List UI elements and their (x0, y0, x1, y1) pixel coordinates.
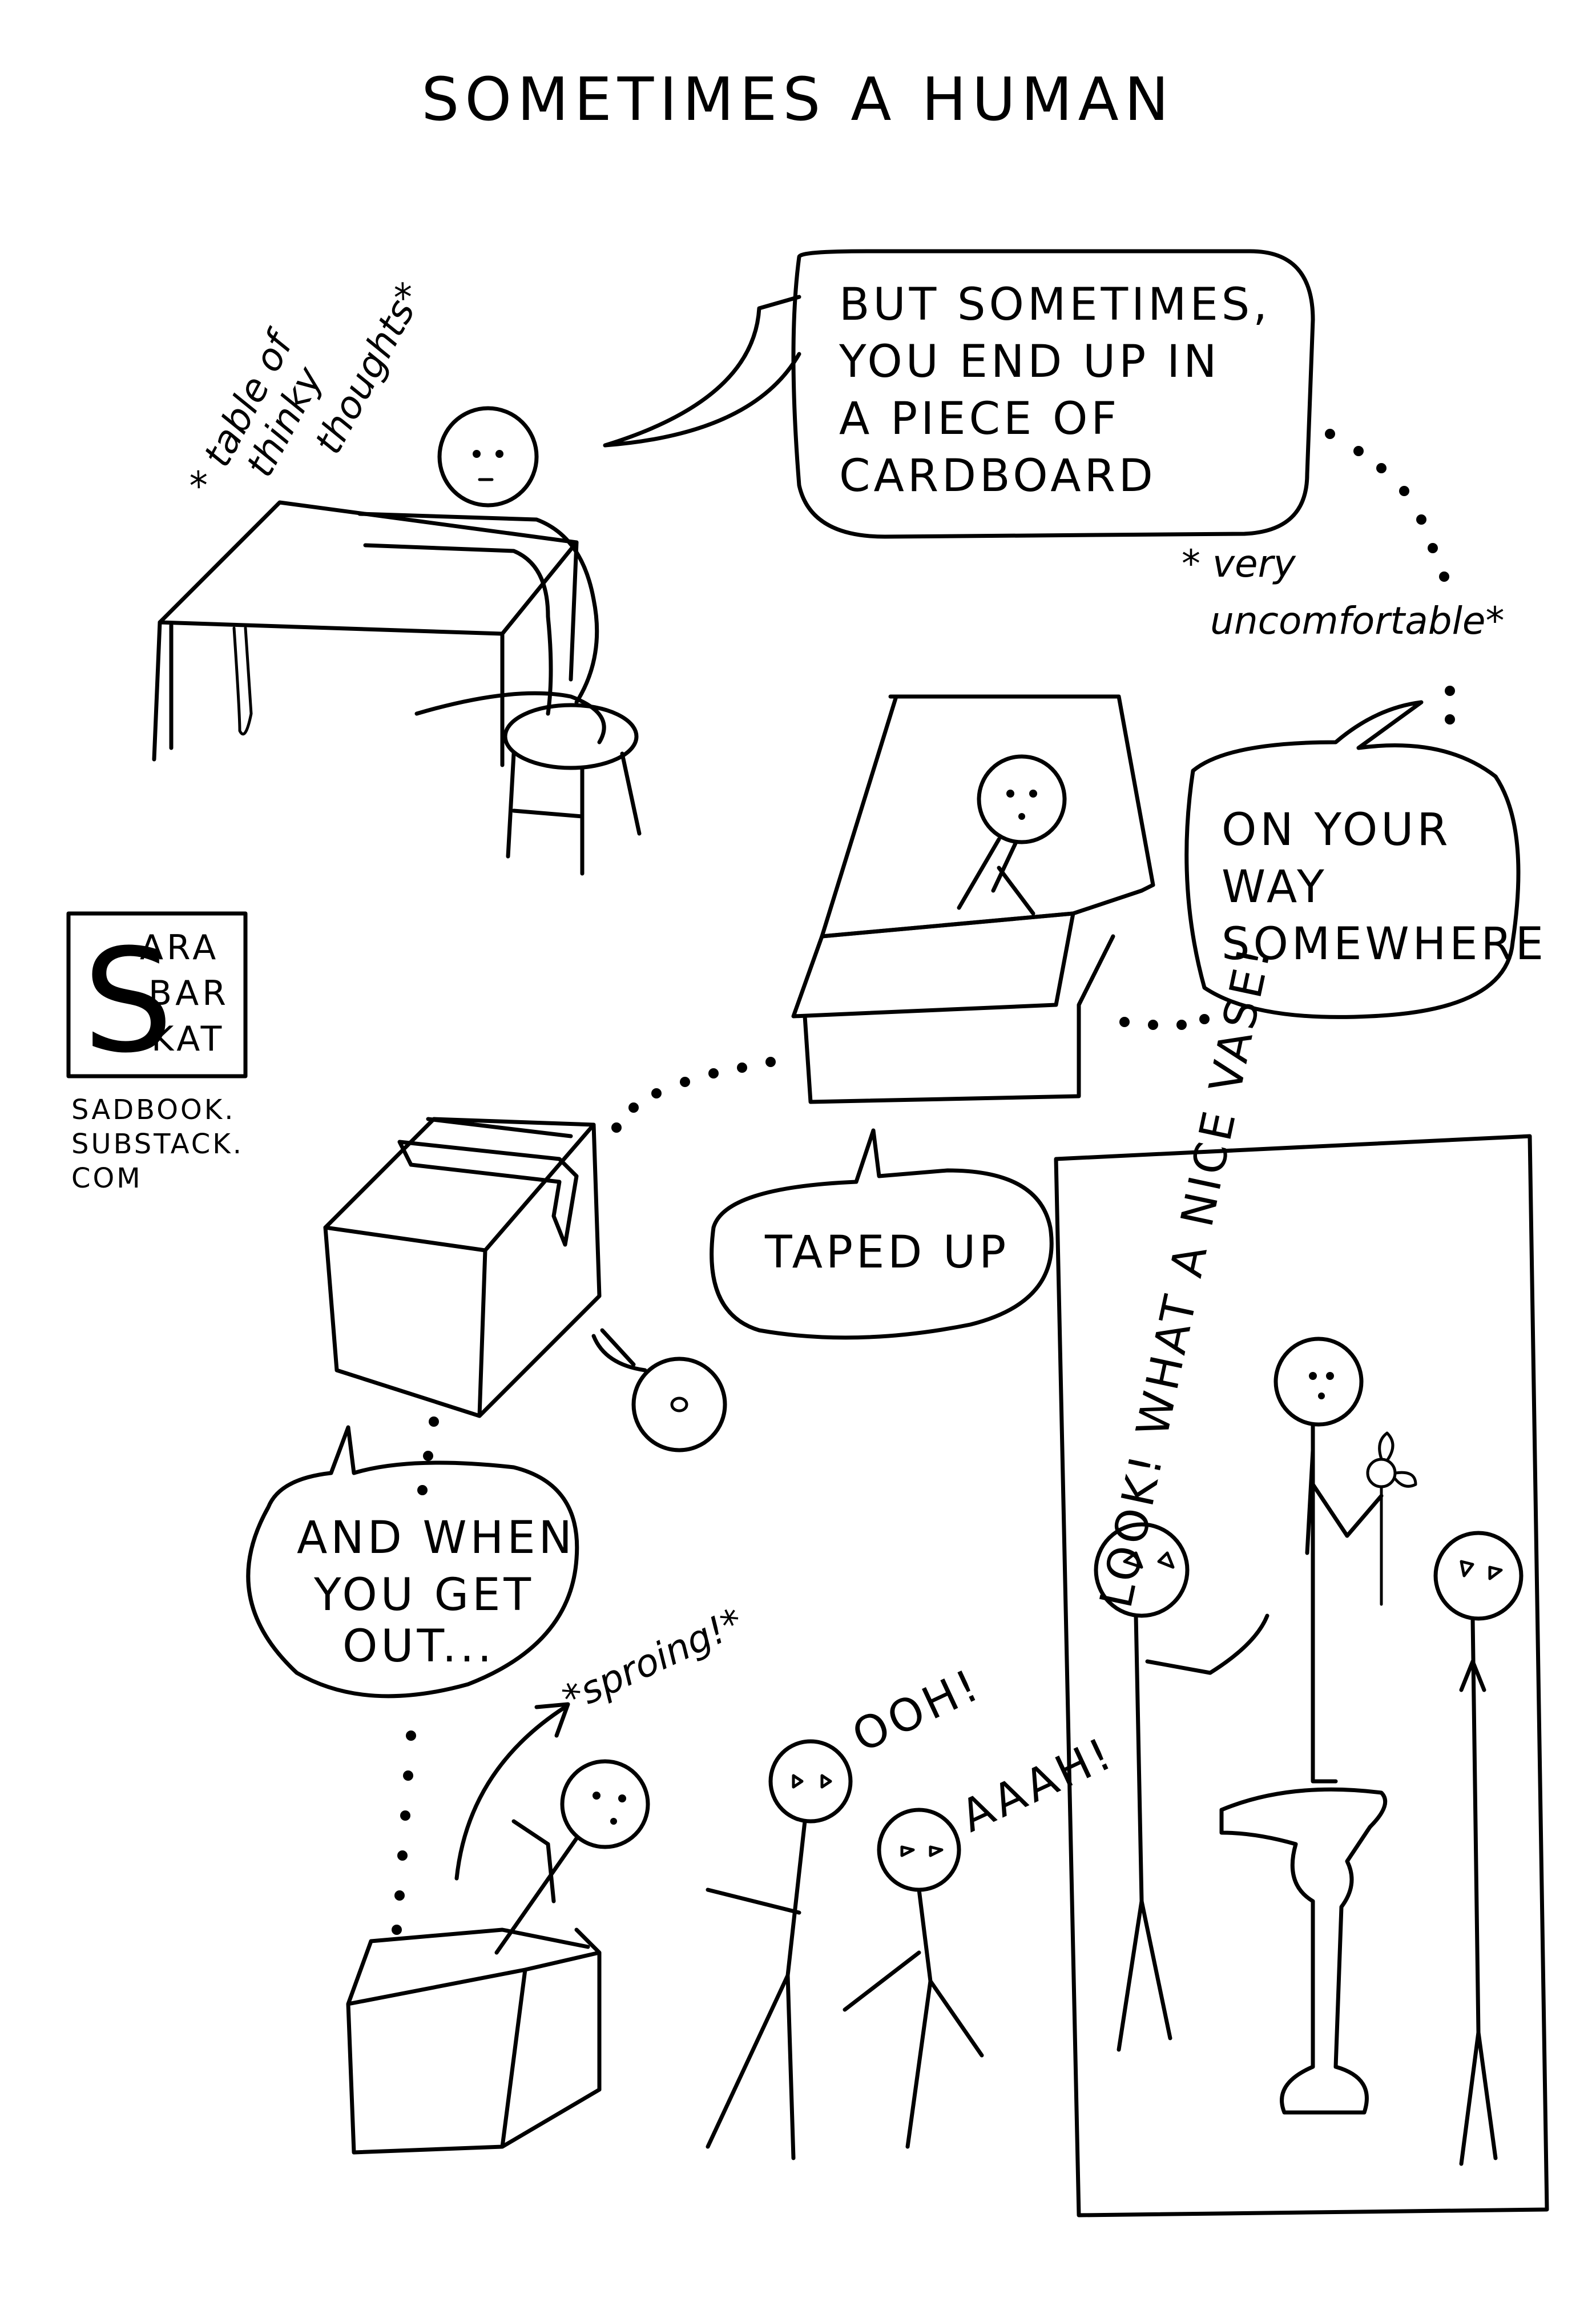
ooh-label: OOH! (845, 1659, 989, 1763)
onlooker-1-body (706, 1819, 807, 2160)
table-scene: * table of thinky thoughts* (152, 276, 642, 876)
bubble-get-out: AND WHEN YOU GET OUT... (246, 1425, 579, 1699)
vase-person-left-head (1094, 1522, 1190, 1618)
bubble-get-out-line3: OUT... (342, 1621, 495, 1672)
table-note-line3: thoughts* (306, 276, 432, 461)
bubble-cardboard-line3: A PIECE OF (839, 393, 1120, 445)
taped-box-scene (323, 1117, 727, 1452)
bubble-cardboard-line1: BUT SOMETIMES, (839, 279, 1271, 331)
sproing-label: *sproing!* (556, 1600, 749, 1721)
person-legs (414, 691, 606, 744)
signature-box: S ARA BAR KAT SADBOOK. SUBSTACK. COM (66, 911, 248, 1194)
bubble-on-your-way-line2: WAY (1222, 862, 1328, 913)
bubble-taped-up-line1: TAPED UP (764, 1227, 1009, 1278)
bubble-cardboard-line4: CARDBOARD (839, 450, 1156, 502)
signature-url-line1: SADBOOK. (71, 1094, 236, 1126)
signature-line2: BAR (148, 973, 229, 1013)
sproing-arrow (454, 1705, 567, 1881)
vase-scene: LOOK! WHAT A NICE VASE! (1054, 940, 1549, 2218)
box-body (803, 934, 1115, 1104)
very-note-line1: * very (1182, 542, 1296, 586)
bubble-get-out-line2: YOU GET (313, 1569, 534, 1621)
dotted-connectors (392, 429, 1455, 1935)
springing-person-body (494, 1819, 579, 1955)
look-label: LOOK! WHAT A NICE VASE! (1091, 940, 1281, 1612)
taped-box-edges (323, 1122, 596, 1418)
table-top (158, 500, 579, 636)
person-body-inner (363, 543, 553, 716)
signature-url-line3: COM (71, 1162, 143, 1194)
onlooker-2-head (877, 1808, 961, 1892)
flower-icon (1366, 1458, 1397, 1488)
person-arm-body (357, 512, 599, 705)
bubble-taped-up: TAPED UP (710, 1128, 1054, 1340)
small-box (346, 1927, 602, 2155)
person-head (437, 406, 539, 508)
vase-panel-frame (1054, 1134, 1549, 2218)
box-back-flap (888, 694, 1155, 893)
vase-person-right-head (1433, 1531, 1524, 1621)
vase-pedestal (1219, 1787, 1388, 2115)
vase-person-left-body (1117, 1613, 1269, 2052)
vase-person-center-head (1273, 1337, 1364, 1427)
bubble-on-your-way: ON YOUR WAY SOMEWHERE (1184, 700, 1547, 1019)
bubble-on-your-way-line1: ON YOUR (1222, 804, 1452, 856)
springing-person-head (560, 1759, 650, 1849)
stool-seat (503, 703, 639, 770)
table-legs (152, 540, 579, 767)
table-cloth-drape (232, 626, 253, 736)
tape-roll (631, 1357, 727, 1452)
comic-title: SOMETIMES A HUMAN (421, 65, 1174, 134)
aaah-label: AAAH! (953, 1727, 1122, 1842)
box-front-flap (791, 911, 1075, 1019)
onlooker-2-body (843, 1888, 984, 2149)
boxed-person-body (957, 837, 1035, 916)
signature-initial: S (83, 918, 174, 1084)
tape-strip (397, 1140, 579, 1247)
signature-line1: ARA (140, 928, 219, 968)
vase-person-right-body (1459, 1616, 1498, 2166)
very-note-line2: uncomfortable* (1210, 599, 1505, 643)
bubble-on-your-way-line3: SOMEWHERE (1222, 919, 1547, 970)
vase-person-center-body (1305, 1422, 1384, 1784)
signature-line3: KAT (151, 1019, 225, 1059)
signature-url-line2: SUBSTACK. (71, 1128, 244, 1160)
open-box-scene (791, 694, 1155, 1104)
bubble-cardboard-line2: YOU END UP IN (839, 336, 1220, 388)
boxed-person-head (977, 754, 1067, 844)
tape-trail (591, 1328, 647, 1373)
bubble-cardboard: BUT SOMETIMES, YOU END UP IN A PIECE OF … (603, 249, 1315, 539)
stool-legs (506, 751, 642, 876)
onlooker-1-head (768, 1739, 853, 1824)
bubble-get-out-line1: AND WHEN (297, 1512, 575, 1564)
